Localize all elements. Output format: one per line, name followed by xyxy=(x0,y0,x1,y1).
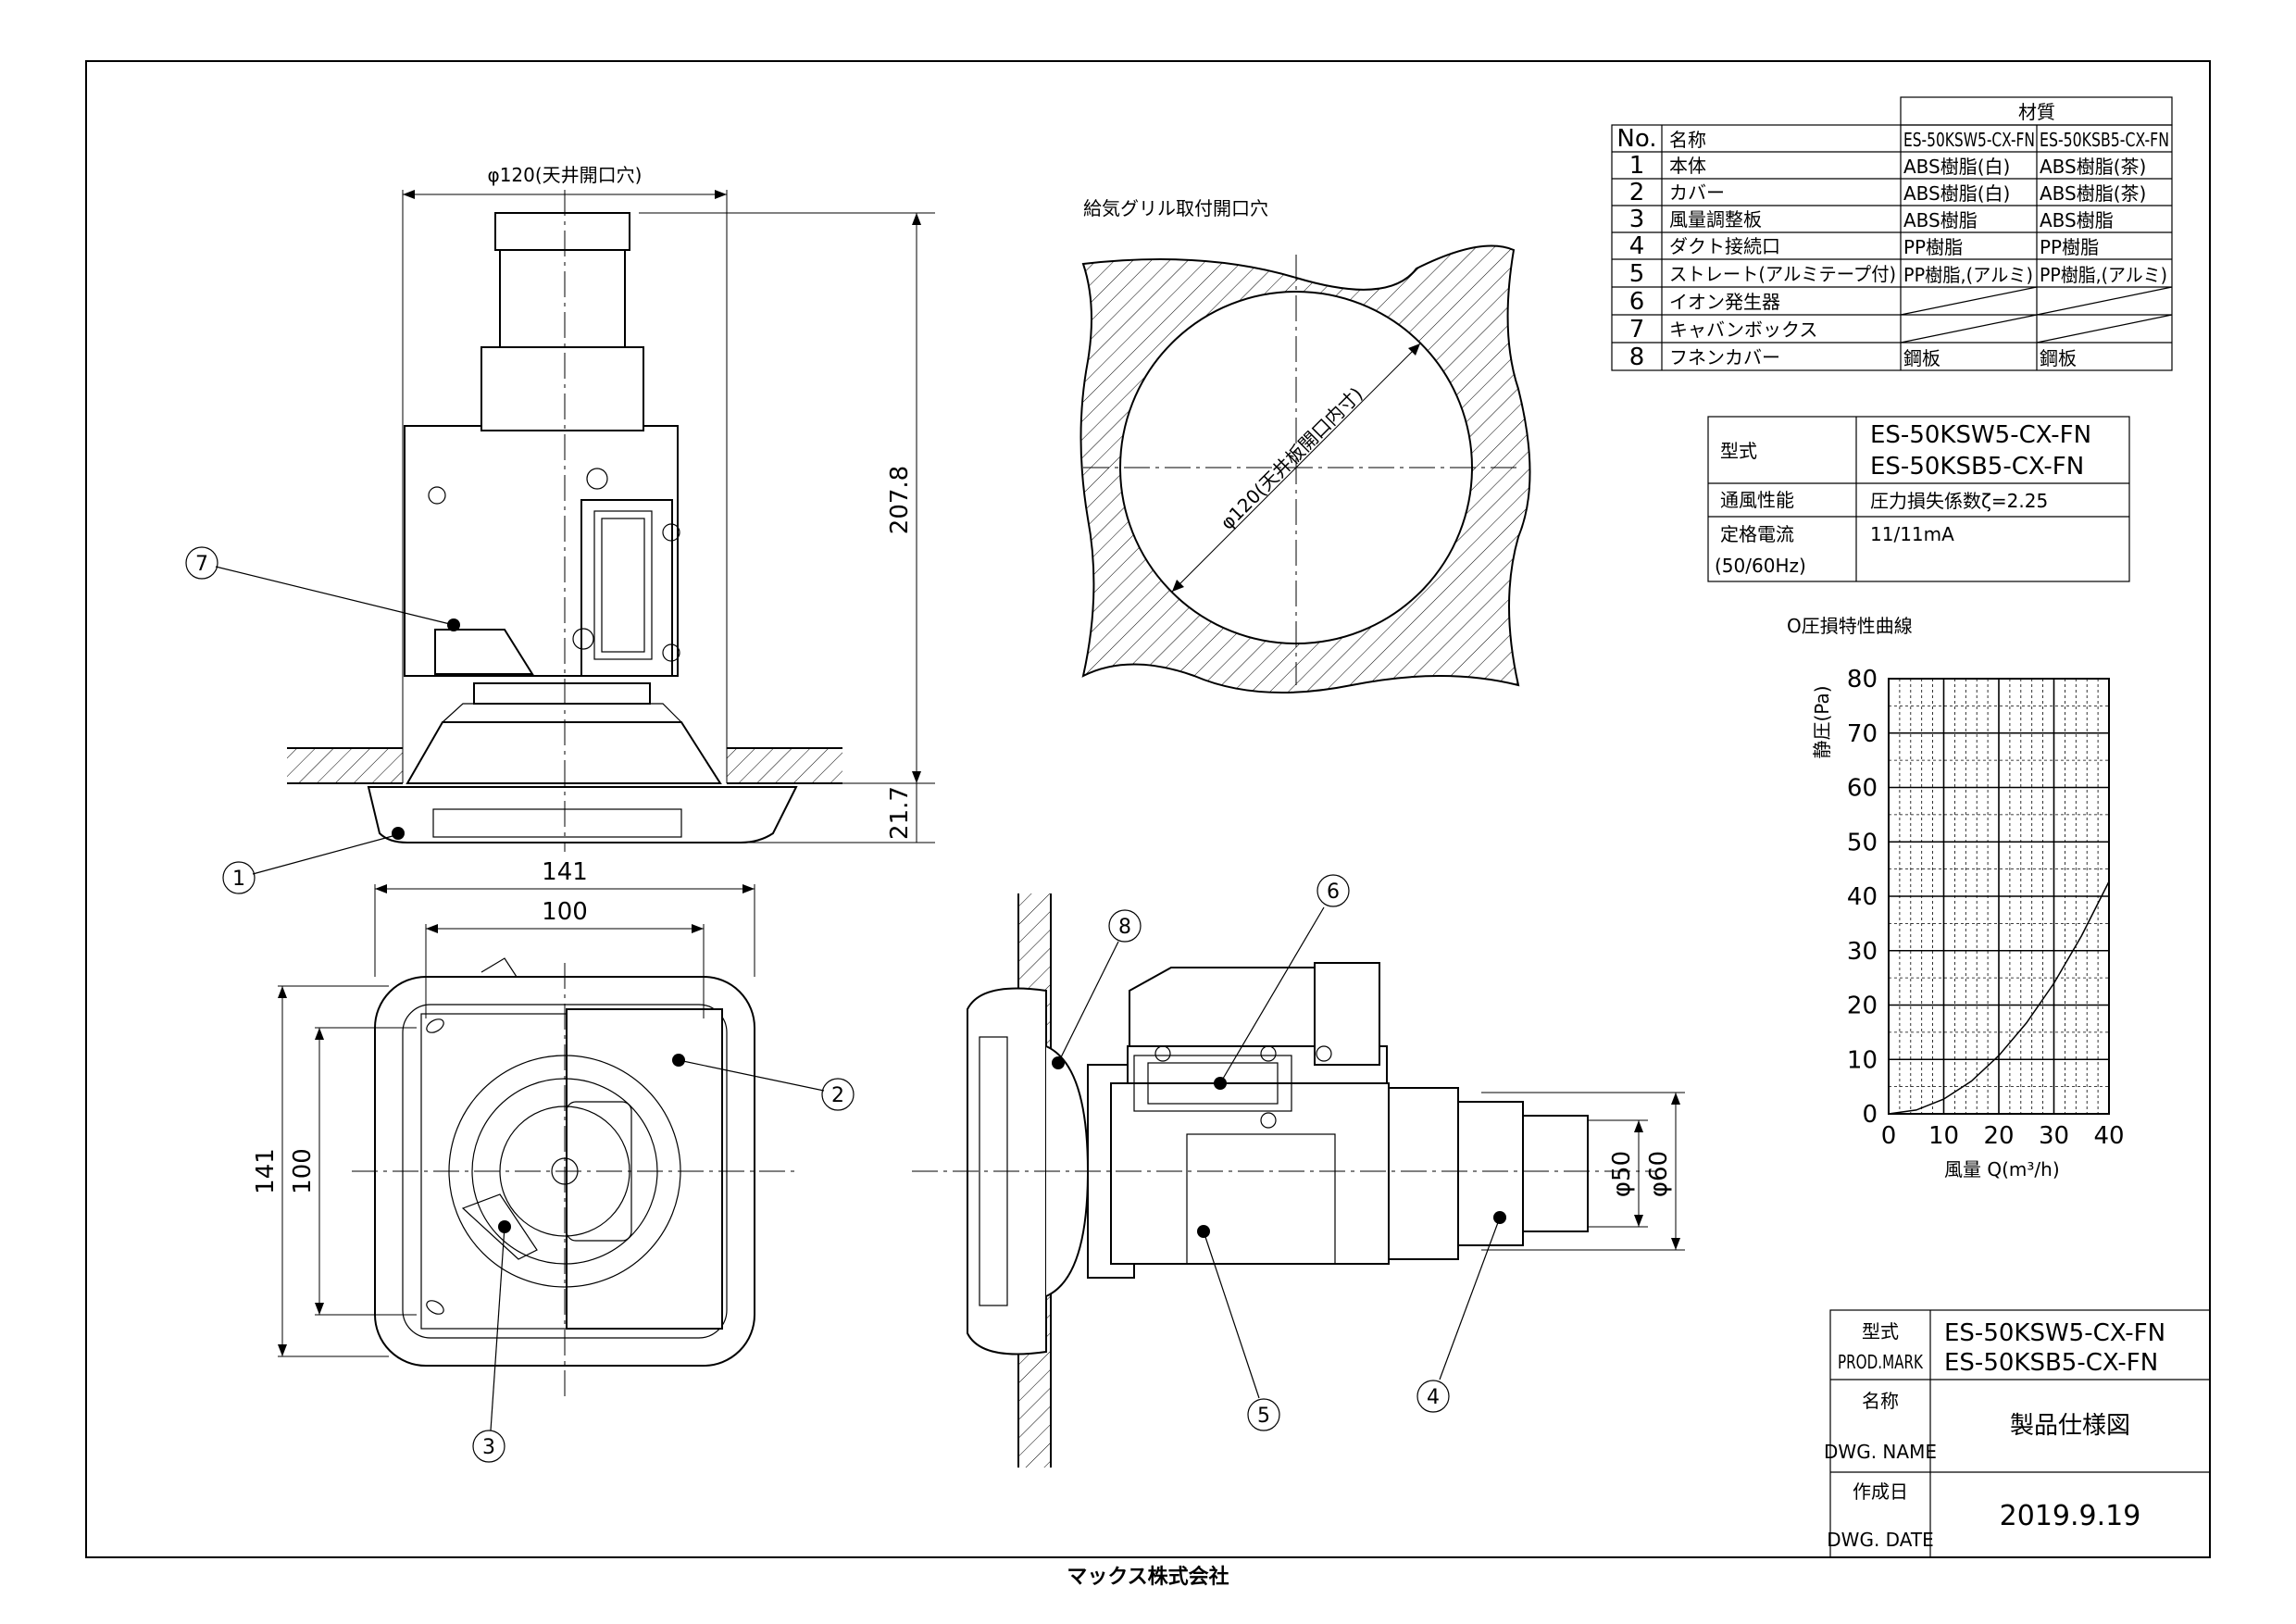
side-view: φ120(天井開口穴) 207.8 21.7 7 1 xyxy=(185,164,935,894)
side-dim-height: 207.8 xyxy=(886,466,914,534)
sheet-border xyxy=(85,60,2211,1558)
bottom-view: 141 100 141 100 2 3 xyxy=(252,858,855,1463)
callout-7: 7 xyxy=(195,553,208,576)
spec-table: 型式 ES-50KSW5-CX-FN ES-50KSB5-CX-FN 通風性能 … xyxy=(1707,416,2130,582)
chart-x-tick-label: 20 xyxy=(1983,1122,2014,1150)
callout-6: 6 xyxy=(1327,881,1340,904)
parts-row-mat-a: PP樹脂 xyxy=(1903,236,1963,258)
parts-row-mat-b: PP樹脂,(アルミ) xyxy=(2040,264,2167,286)
parts-row-no: 2 xyxy=(1629,179,1645,206)
spec-current-label-2: (50/60Hz) xyxy=(1715,555,1806,577)
parts-row-name: イオン発生器 xyxy=(1669,291,1780,313)
title-name-value: 製品仕様図 xyxy=(2010,1412,2130,1440)
parts-row-name: キャバンボックス xyxy=(1669,319,1817,341)
chart-y-tick-label: 10 xyxy=(1847,1046,1878,1074)
side-dim-flange: 21.7 xyxy=(886,786,914,840)
title-date-label-jp: 作成日 xyxy=(1853,1480,1908,1503)
title-name-label-en: DWG. NAME xyxy=(1824,1441,1937,1463)
title-model-a: ES-50KSW5-CX-FN xyxy=(1944,1319,2165,1347)
parts-header-group: 材質 xyxy=(2018,101,2055,123)
chart-x-tick-label: 30 xyxy=(2039,1122,2069,1150)
callout-1: 1 xyxy=(232,868,245,891)
parts-row-no: 1 xyxy=(1629,152,1645,180)
callout-8: 8 xyxy=(1118,916,1131,939)
opening-title: 給気グリル取付開口穴 xyxy=(1083,197,1268,219)
spec-model-b: ES-50KSB5-CX-FN xyxy=(1870,453,2084,481)
bottom-dim-141-w: 141 xyxy=(542,858,588,886)
parts-row-no: 4 xyxy=(1629,232,1645,260)
chart-y-tick-label: 70 xyxy=(1847,720,1878,748)
callout-3: 3 xyxy=(482,1436,495,1459)
title-name-label-jp: 名称 xyxy=(1862,1390,1899,1412)
opening-view: 給気グリル取付開口穴 φ120(天井板開口内寸) xyxy=(1079,197,1531,693)
chart-y-tick-label: 50 xyxy=(1847,829,1878,856)
parts-row-no: 3 xyxy=(1629,206,1645,233)
title-model-label-en: PROD.MARK xyxy=(1838,1351,1924,1373)
title-model-label-jp: 型式 xyxy=(1862,1320,1899,1343)
parts-col-mat-a: ES-50KSW5-CX-FN xyxy=(1903,129,2035,151)
spec-airflow-value: 圧力損失係数ζ=2.25 xyxy=(1870,490,2048,512)
parts-table: 材質 No. 名称 ES-50KSW5-CX-FN ES-50KSB5-CX-F… xyxy=(1611,96,2173,371)
callout-2: 2 xyxy=(831,1084,844,1107)
parts-row-mat-a: ABS樹脂 xyxy=(1903,209,1978,231)
parts-row-no: 6 xyxy=(1629,288,1645,316)
parts-row-name: フネンカバー xyxy=(1669,346,1780,369)
parts-row-mat-a: ABS樹脂(白) xyxy=(1903,182,2010,205)
chart-y-tick-label: 80 xyxy=(1847,666,1878,693)
front-dim-50: φ50 xyxy=(1608,1151,1636,1197)
parts-row-mat-b: ABS樹脂 xyxy=(2040,209,2114,231)
chart-x-tick-label: 40 xyxy=(2093,1122,2124,1150)
front-view: φ50 φ60 8 6 5 4 xyxy=(912,874,1685,1468)
spec-current-label: 定格電流 xyxy=(1720,523,1794,545)
company-name: マックス株式会社 xyxy=(1067,1565,1229,1589)
chart-y-tick-label: 20 xyxy=(1847,993,1878,1020)
chart-y-tick-label: 40 xyxy=(1847,883,1878,911)
chart-y-tick-label: 30 xyxy=(1847,938,1878,966)
bottom-dim-141-h: 141 xyxy=(252,1148,280,1194)
callout-5: 5 xyxy=(1257,1405,1270,1428)
title-date-label-en: DWG. DATE xyxy=(1827,1529,1933,1551)
callout-4: 4 xyxy=(1427,1386,1440,1409)
chart-y-tick-label: 60 xyxy=(1847,775,1878,803)
chart-title: O圧損特性曲線 xyxy=(1787,615,1913,637)
parts-row-name: ストレート(アルミテープ付) xyxy=(1669,263,1896,285)
side-dim-top: φ120(天井開口穴) xyxy=(488,164,643,186)
parts-row-mat-b: PP樹脂 xyxy=(2040,236,2099,258)
chart-series-line xyxy=(1888,881,2110,1115)
chart-x-tick-label: 0 xyxy=(1881,1122,1897,1150)
parts-row-name: ダクト接続口 xyxy=(1669,235,1780,257)
parts-row-name: カバー xyxy=(1669,181,1725,204)
parts-row-mat-a: PP樹脂,(アルミ) xyxy=(1903,264,2033,286)
parts-col-mat-b: ES-50KSB5-CX-FN xyxy=(2040,129,2169,151)
chart-frame xyxy=(1888,678,2110,1115)
parts-col-name: 名称 xyxy=(1669,129,1706,151)
parts-row-no: 8 xyxy=(1629,344,1645,371)
parts-row-no: 7 xyxy=(1629,316,1645,344)
parts-row-no: 5 xyxy=(1629,260,1645,288)
parts-row-name: 本体 xyxy=(1669,155,1706,177)
bottom-dim-100-h: 100 xyxy=(289,1148,317,1194)
parts-row-mat-a: 鋼板 xyxy=(1903,347,1940,369)
parts-row-mat-b: ABS樹脂(茶) xyxy=(2040,182,2146,205)
parts-col-no: No. xyxy=(1616,125,1656,153)
spec-current-value: 11/11mA xyxy=(1870,523,1954,545)
spec-model-label: 型式 xyxy=(1720,440,1757,462)
title-date-value: 2019.9.19 xyxy=(2000,1500,2141,1532)
front-dim-60: φ60 xyxy=(1645,1151,1673,1197)
bottom-dim-100-w: 100 xyxy=(542,898,588,926)
chart-ylabel: 静圧(Pa) xyxy=(1811,685,1833,758)
pressure-loss-chart: O圧損特性曲線 静圧(Pa) 風量 Q(m³/h) 0 10 20 30 40 0 10 20… xyxy=(1787,615,2125,1181)
parts-row-mat-a: ABS樹脂(白) xyxy=(1903,156,2010,178)
chart-y-tick-label: 0 xyxy=(1862,1101,1878,1129)
chart-xlabel: 風量 Q(m³/h) xyxy=(1944,1158,2060,1181)
spec-model-a: ES-50KSW5-CX-FN xyxy=(1870,421,2091,449)
chart-x-tick-label: 10 xyxy=(1928,1122,1959,1150)
title-block: 型式 PROD.MARK ES-50KSW5-CX-FN ES-50KSB5-C… xyxy=(1824,1309,2211,1558)
parts-row-name: 風量調整板 xyxy=(1669,208,1762,231)
title-model-b: ES-50KSB5-CX-FN xyxy=(1944,1349,2158,1377)
parts-row-mat-b: 鋼板 xyxy=(2040,347,2077,369)
parts-row-mat-b: ABS樹脂(茶) xyxy=(2040,156,2146,178)
spec-airflow-label: 通風性能 xyxy=(1720,489,1794,511)
